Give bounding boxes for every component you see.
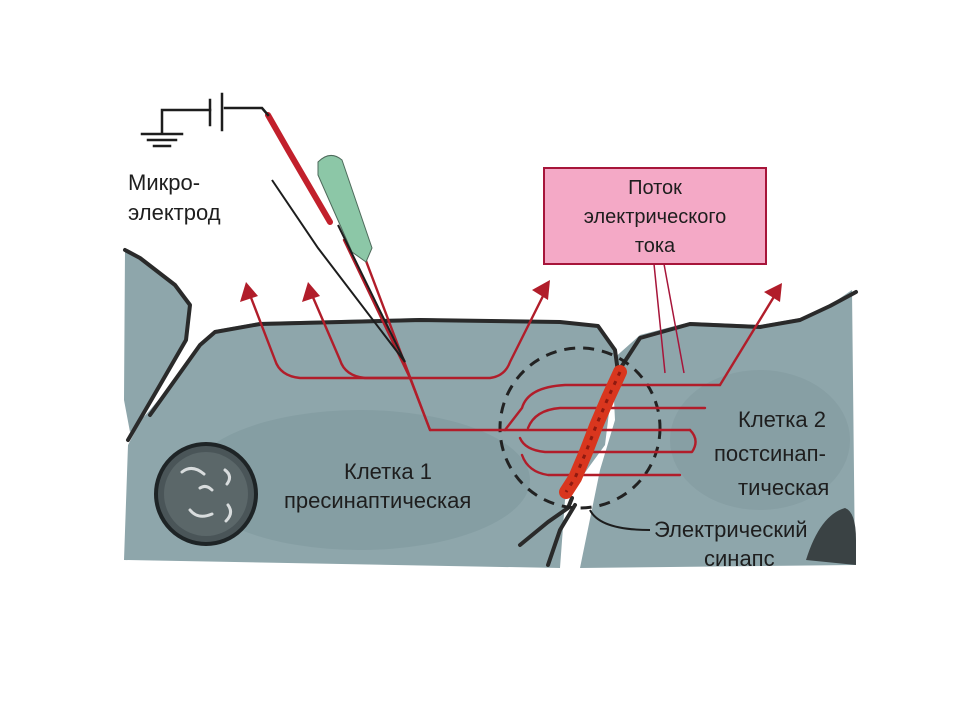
cell-1-nucleus	[154, 442, 258, 546]
arrowhead-2	[302, 282, 320, 302]
current-arrowheads	[240, 280, 782, 302]
current-flow-line3: тока	[635, 235, 676, 257]
battery-ground-circuit	[140, 92, 270, 148]
cell-2-top-membrane	[616, 290, 858, 374]
arrowhead-3	[532, 280, 550, 300]
electrode-inner-line	[337, 224, 406, 363]
synapse-cleft-right	[546, 503, 577, 567]
current-loop-2	[526, 406, 707, 430]
current-electrode-line-2	[358, 243, 432, 432]
current-flow-line1: Поток	[628, 177, 682, 199]
circuit-wire-left	[160, 108, 212, 134]
cell-1-top-membrane	[148, 318, 620, 417]
synapse-dashed-outline	[498, 346, 662, 510]
circuit-wire-right	[223, 106, 270, 117]
electrode-wire	[265, 112, 333, 225]
current-flow-line2: электрического	[584, 206, 727, 228]
cell-1-shading	[190, 410, 530, 550]
synapse-label-line1: Электрический	[654, 517, 808, 542]
gap-junction	[559, 365, 627, 499]
current-loop-3	[518, 428, 697, 454]
label-pointer-lines	[653, 263, 685, 374]
current-flow-lines	[248, 238, 777, 477]
microelectrode-label-line1: Микро-	[128, 170, 200, 195]
microelectrode	[265, 112, 406, 363]
arrowhead-1	[240, 282, 258, 302]
current-branch-cell2	[718, 293, 777, 387]
synapse-label-line2: синапс	[704, 546, 775, 571]
cell-2-shading	[670, 370, 850, 510]
cell-1-label-line1: Клетка 1	[344, 459, 432, 484]
microelectrode-label-line2: электрод	[128, 200, 221, 225]
left-cell-edge	[123, 248, 192, 442]
current-branch-3	[408, 290, 547, 380]
current-branch-2	[310, 293, 412, 380]
current-branch-1	[248, 293, 412, 380]
cell-2-nucleus	[806, 508, 856, 565]
arrowhead-4	[764, 283, 782, 302]
electrode-glass	[317, 155, 373, 263]
current-flow-label-box: Поток электрического тока	[543, 167, 767, 374]
synapse-label-pointer	[589, 509, 651, 531]
cell-2-label-line2: постсинап-	[714, 441, 826, 466]
electrode-outer-line	[271, 179, 406, 363]
cell-2-label-line1: Клетка 2	[738, 407, 826, 432]
cell-outlines	[123, 248, 858, 567]
cell-2-label-line3: тическая	[738, 475, 829, 500]
current-loop-4	[520, 453, 682, 477]
cell-1-label-line2: пресинаптическая	[284, 488, 471, 513]
current-loop-1	[503, 383, 722, 432]
ground-symbol	[140, 132, 184, 148]
synapse-cleft-left	[518, 496, 574, 547]
